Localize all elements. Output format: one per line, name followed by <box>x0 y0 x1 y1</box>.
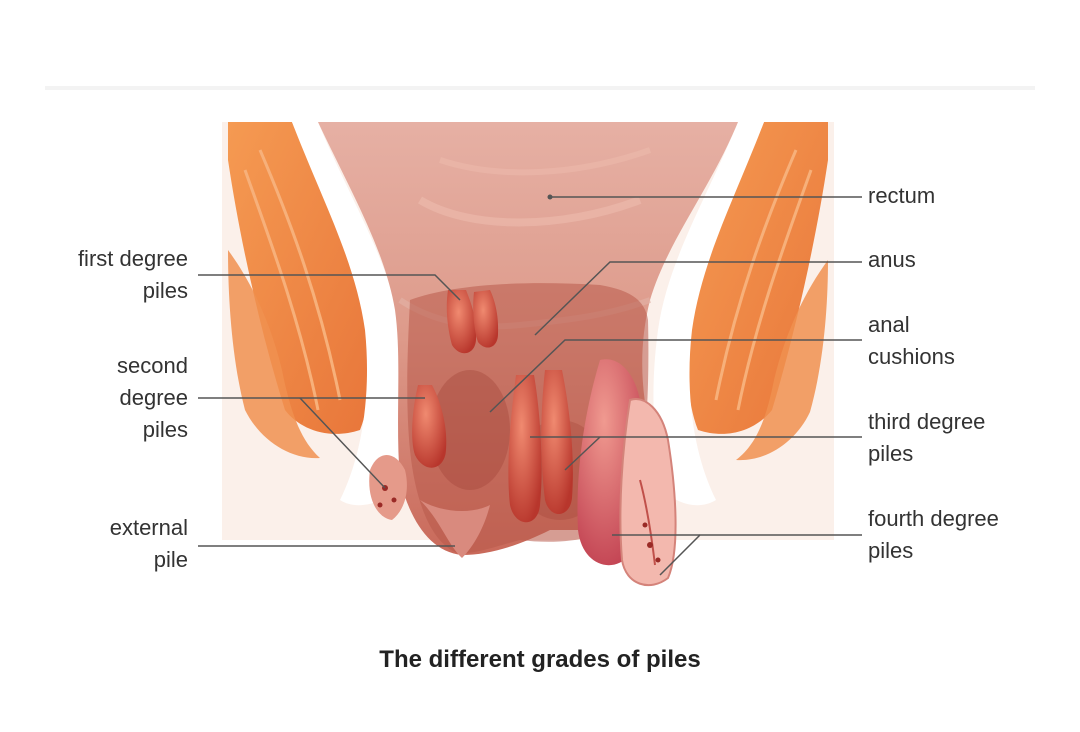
right-gap <box>653 122 764 506</box>
label-first-degree: first degree piles <box>77 246 188 303</box>
second-degree-pile <box>412 385 447 468</box>
external-pile <box>420 500 490 558</box>
figure-caption: The different grades of piles <box>379 646 701 673</box>
label-anus: anus <box>868 247 916 272</box>
leader-anal-cushions <box>489 339 862 413</box>
left-gap <box>292 122 405 506</box>
right-prolapsed-nodule <box>619 398 677 587</box>
right-sphincter-muscle <box>688 122 828 461</box>
label-external: external pile <box>109 515 188 572</box>
label-fourth-degree: fourth degree piles <box>868 506 999 563</box>
third-degree-piles <box>508 370 573 523</box>
label-anal-cushions: anal cushions <box>868 312 955 369</box>
label-rectum: rectum <box>868 183 936 208</box>
label-third-degree: third degree piles <box>868 409 986 466</box>
leader-anus <box>534 261 862 336</box>
label-second-degree: second degree piles <box>117 353 188 442</box>
leader-fourth-degree <box>659 534 862 576</box>
leader-lines <box>198 194 862 576</box>
left-sphincter-muscle <box>228 122 370 459</box>
first-degree-piles <box>446 290 499 354</box>
leader-first-degree <box>198 274 461 301</box>
top-band <box>45 86 1035 90</box>
